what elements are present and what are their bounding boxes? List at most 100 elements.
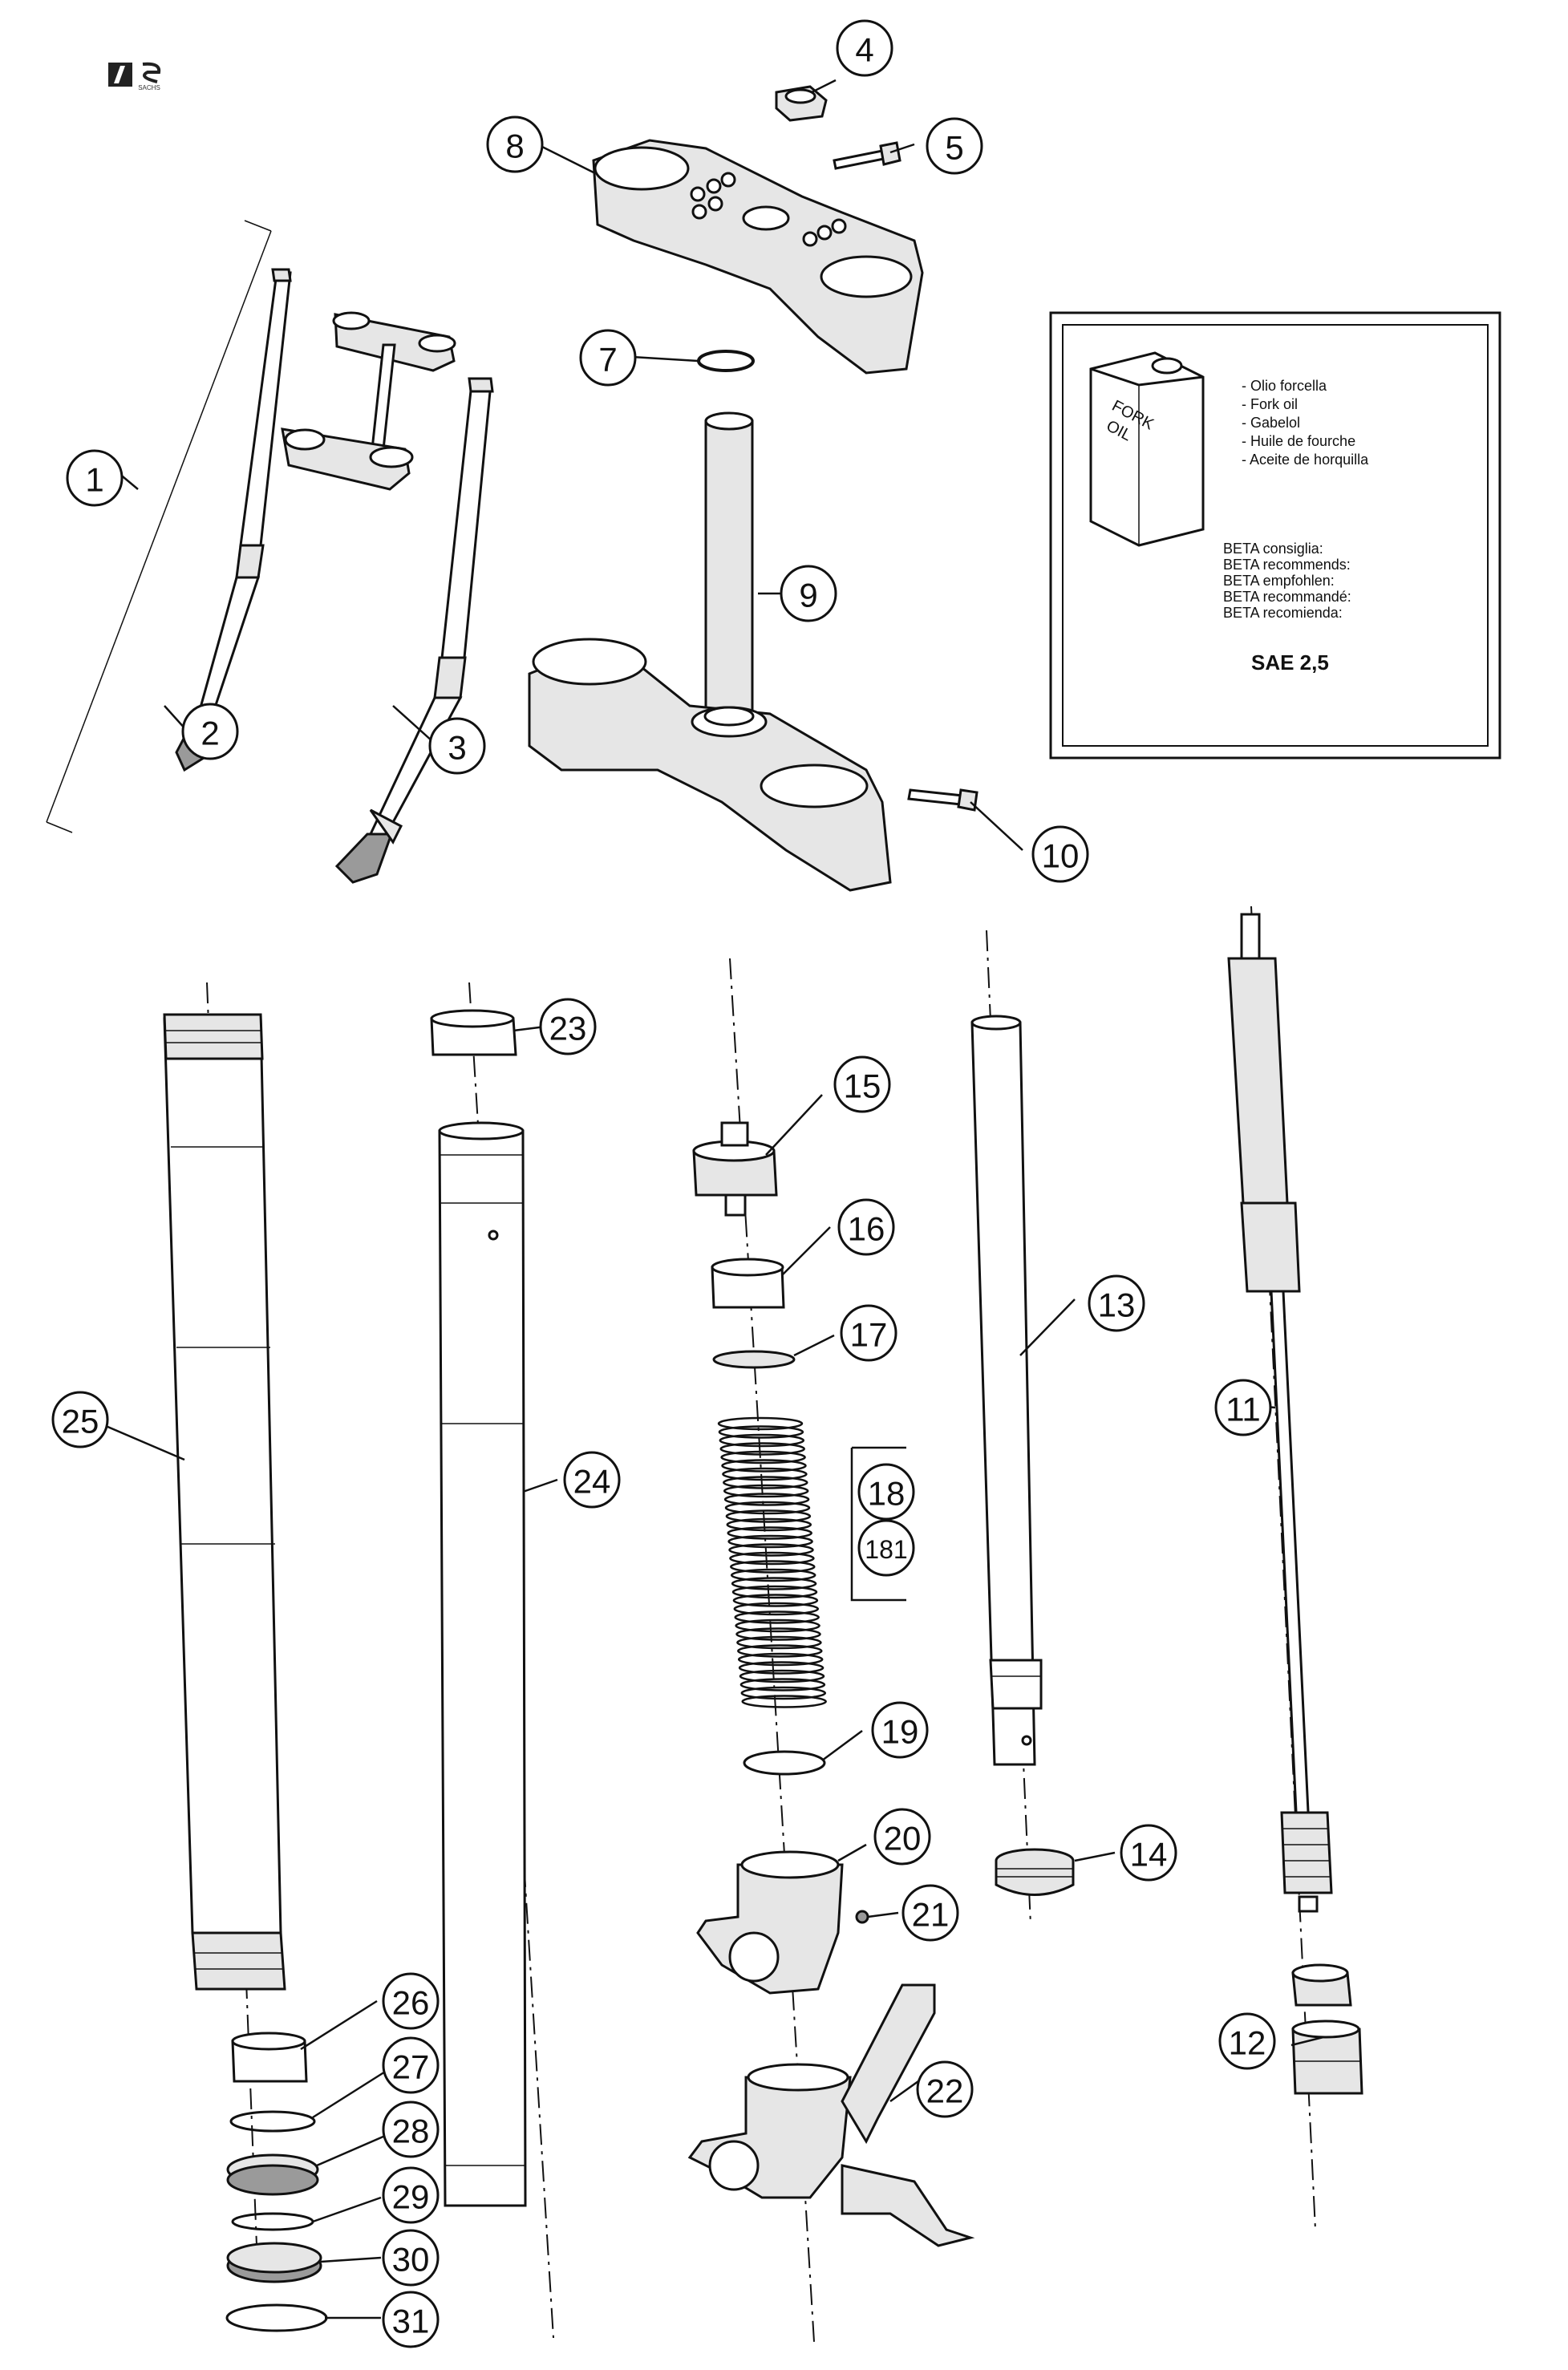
spring-coil xyxy=(728,1543,814,1557)
callout-circle xyxy=(857,1519,915,1577)
callout-number: 16 xyxy=(848,1210,885,1248)
spring-coil xyxy=(734,1610,820,1624)
oil-name-3: - Huile de fourche xyxy=(1242,433,1355,449)
callout-5: 5 xyxy=(926,117,983,175)
callout-number: 28 xyxy=(392,2113,430,2150)
callout-number: 31 xyxy=(392,2303,430,2340)
callout-number: 26 xyxy=(392,1984,430,2022)
callout-11: 11 xyxy=(1214,1379,1272,1436)
valve-12 xyxy=(1291,1963,1363,2095)
callout-circle xyxy=(428,717,486,775)
callout-circle xyxy=(382,2166,440,2224)
callout-number: 7 xyxy=(598,341,617,379)
spring-coil xyxy=(727,1534,813,1549)
spring-coil xyxy=(721,1459,807,1473)
callout-circle xyxy=(51,1391,109,1448)
o-ring xyxy=(697,350,755,372)
callout-14: 14 xyxy=(1120,1824,1177,1882)
sachs-logo: SACHS xyxy=(108,62,161,91)
clip-31 xyxy=(225,2303,328,2332)
spring-coil xyxy=(723,1476,808,1489)
callout-circle xyxy=(66,449,124,507)
callout-19: 19 xyxy=(871,1701,929,1759)
callout-number: 17 xyxy=(850,1316,888,1354)
callout-18: 18 xyxy=(857,1463,915,1521)
oil-can-icon xyxy=(1089,351,1205,547)
callout-number: 9 xyxy=(799,577,817,614)
callout-number: 3 xyxy=(448,729,466,767)
callout-circle xyxy=(873,1808,931,1866)
callout-3: 3 xyxy=(428,717,486,775)
top-nut xyxy=(775,85,828,122)
callout-number: 14 xyxy=(1130,1836,1168,1874)
spring-coil xyxy=(727,1526,812,1540)
damper-tube xyxy=(970,930,1043,1926)
callout-30: 30 xyxy=(382,2229,440,2287)
callout-10: 10 xyxy=(1031,825,1089,883)
callout-number: 1 xyxy=(85,461,103,499)
spring-coil xyxy=(723,1484,809,1498)
callout-2: 2 xyxy=(181,703,239,760)
callout-circle xyxy=(833,1055,891,1113)
seal-28 xyxy=(226,2153,319,2196)
callout-22: 22 xyxy=(916,2060,974,2118)
spring-coil xyxy=(733,1602,820,1616)
spacer-16 xyxy=(711,1258,785,1309)
callout-circle xyxy=(382,2036,440,2094)
callout-circle xyxy=(871,1701,929,1759)
callout-1: 1 xyxy=(66,449,124,507)
spring-coil xyxy=(726,1517,812,1532)
callout-21: 21 xyxy=(901,1884,959,1942)
callout-12: 12 xyxy=(1218,2012,1276,2070)
callout-number: 30 xyxy=(392,2241,430,2279)
callout-7: 7 xyxy=(579,329,637,387)
callout-number: 18 xyxy=(868,1475,906,1513)
callout-circle xyxy=(926,117,983,175)
bushing-26 xyxy=(231,2032,308,2083)
callout-28: 28 xyxy=(382,2101,440,2158)
spring-coil xyxy=(735,1627,821,1641)
bolt-lower xyxy=(907,788,978,812)
spring-coil xyxy=(741,1695,827,1708)
callout-number: 22 xyxy=(926,2072,964,2110)
seal-30 xyxy=(226,2242,322,2283)
spring-coil xyxy=(730,1568,816,1582)
callout-8: 8 xyxy=(486,115,544,173)
callout-number: 15 xyxy=(844,1068,881,1105)
cap-15 xyxy=(692,1121,778,1217)
callout-number: 25 xyxy=(62,1403,99,1440)
spring-coil xyxy=(732,1594,819,1607)
screw-21 xyxy=(855,1910,869,1924)
callout-number: 20 xyxy=(884,1820,922,1858)
callout-15: 15 xyxy=(833,1055,891,1113)
ring-29 xyxy=(231,2212,314,2231)
callout-circle xyxy=(563,1451,621,1509)
callout-16: 16 xyxy=(837,1198,895,1256)
callout-circle xyxy=(837,1198,895,1256)
recommends-0: BETA consiglia: xyxy=(1223,541,1323,557)
callout-circle xyxy=(836,19,893,77)
callout-circle xyxy=(382,1972,440,2030)
inner-tube xyxy=(430,982,554,2339)
callout-circle xyxy=(579,329,637,387)
spring-coil xyxy=(731,1577,817,1590)
callout-number: 5 xyxy=(945,129,963,167)
spring-coil xyxy=(725,1509,812,1523)
callout-number: 11 xyxy=(1226,1391,1261,1428)
spring-coil xyxy=(723,1493,810,1506)
axle-clamp-20 xyxy=(696,1850,844,1995)
oil-grade: SAE 2,5 xyxy=(1251,650,1329,675)
callout-number: 29 xyxy=(392,2178,430,2216)
callout-circle xyxy=(1214,1379,1272,1436)
oil-name-2: - Gabelol xyxy=(1242,415,1300,431)
oil-name-4: - Aceite de horquilla xyxy=(1242,452,1369,468)
spring-coil xyxy=(735,1618,820,1633)
callout-number: 27 xyxy=(392,2048,430,2086)
spring-coil xyxy=(720,1450,806,1465)
callout-circle xyxy=(901,1884,959,1942)
spring-coil xyxy=(737,1652,824,1667)
callout-23: 23 xyxy=(539,998,597,1055)
callout-27: 27 xyxy=(382,2036,440,2094)
